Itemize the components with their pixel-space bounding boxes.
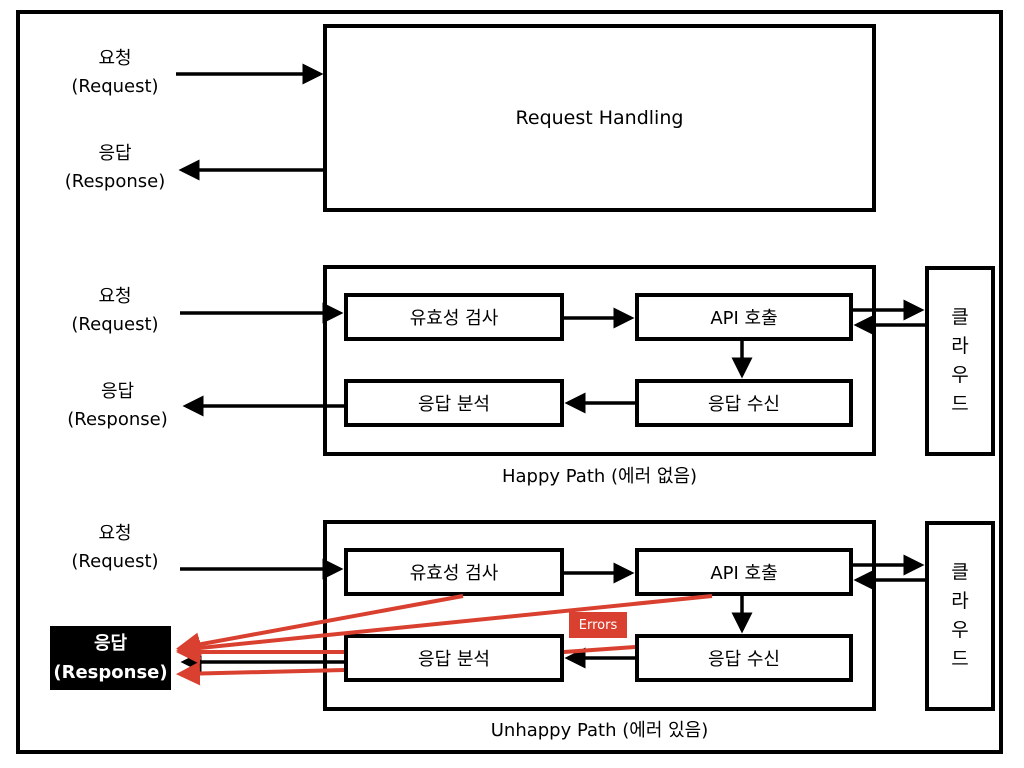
unhappy-api-call-box: API 호출 (635, 548, 853, 596)
happy-request-ko: 요청 (98, 286, 132, 307)
cloud-char: 라 (951, 335, 969, 357)
cloud-char: 드 (951, 648, 969, 670)
request-handling-box: Request Handling (323, 24, 876, 212)
errors-badge: Errors (569, 612, 627, 638)
happy-request-en: (Request) (71, 314, 159, 335)
happy-api-call-box: API 호출 (635, 293, 853, 341)
request-label: 요청 (Request) (50, 45, 180, 101)
happy-receive-box: 응답 수신 (635, 379, 853, 427)
unhappy-receive-label: 응답 수신 (708, 649, 780, 670)
unhappy-response-en: (Response) (53, 662, 168, 683)
unhappy-validate-box: 유효성 검사 (344, 548, 564, 596)
unhappy-cloud-box: 클 라 우 드 (925, 521, 995, 711)
unhappy-path-caption: Unhappy Path (에러 있음) (490, 720, 709, 741)
happy-parse-label: 응답 분석 (418, 394, 490, 415)
happy-response-en: (Response) (67, 409, 168, 430)
happy-path-caption: Happy Path (에러 없음) (501, 466, 698, 487)
unhappy-parse-label: 응답 분석 (418, 649, 490, 670)
cloud-char: 우 (951, 619, 969, 641)
unhappy-parse-box: 응답 분석 (344, 634, 564, 682)
unhappy-request-ko: 요청 (98, 523, 132, 544)
cloud-char: 클 (951, 306, 969, 328)
unhappy-api-call-label: API 호출 (710, 563, 778, 584)
cloud-char: 라 (951, 590, 969, 612)
unhappy-response-label: 응답 (Response) (50, 626, 171, 690)
happy-cloud-box: 클 라 우 드 (925, 266, 995, 456)
happy-request-label: 요청 (Request) (50, 283, 180, 339)
response-label-en: (Response) (64, 171, 166, 192)
happy-response-label: 응답 (Response) (50, 378, 185, 434)
request-handling-label: Request Handling (515, 107, 684, 129)
happy-response-ko: 응답 (100, 381, 135, 402)
cloud-char: 드 (951, 393, 969, 415)
request-label-ko: 요청 (98, 48, 132, 69)
unhappy-receive-box: 응답 수신 (635, 634, 853, 682)
cloud-char: 우 (951, 364, 969, 386)
response-label: 응답 (Response) (50, 140, 180, 196)
happy-validate-box: 유효성 검사 (344, 293, 564, 341)
happy-parse-box: 응답 분석 (344, 379, 564, 427)
happy-receive-label: 응답 수신 (708, 394, 780, 415)
unhappy-validate-label: 유효성 검사 (409, 563, 499, 584)
response-label-ko: 응답 (98, 143, 132, 164)
unhappy-response-ko: 응답 (93, 633, 128, 654)
unhappy-request-en: (Request) (71, 551, 159, 572)
cloud-char: 클 (951, 561, 969, 583)
happy-validate-label: 유효성 검사 (409, 308, 499, 329)
happy-api-call-label: API 호출 (710, 308, 778, 329)
request-label-en: (Request) (71, 76, 159, 97)
diagram-frame (16, 10, 1003, 754)
unhappy-request-label: 요청 (Request) (50, 520, 180, 576)
